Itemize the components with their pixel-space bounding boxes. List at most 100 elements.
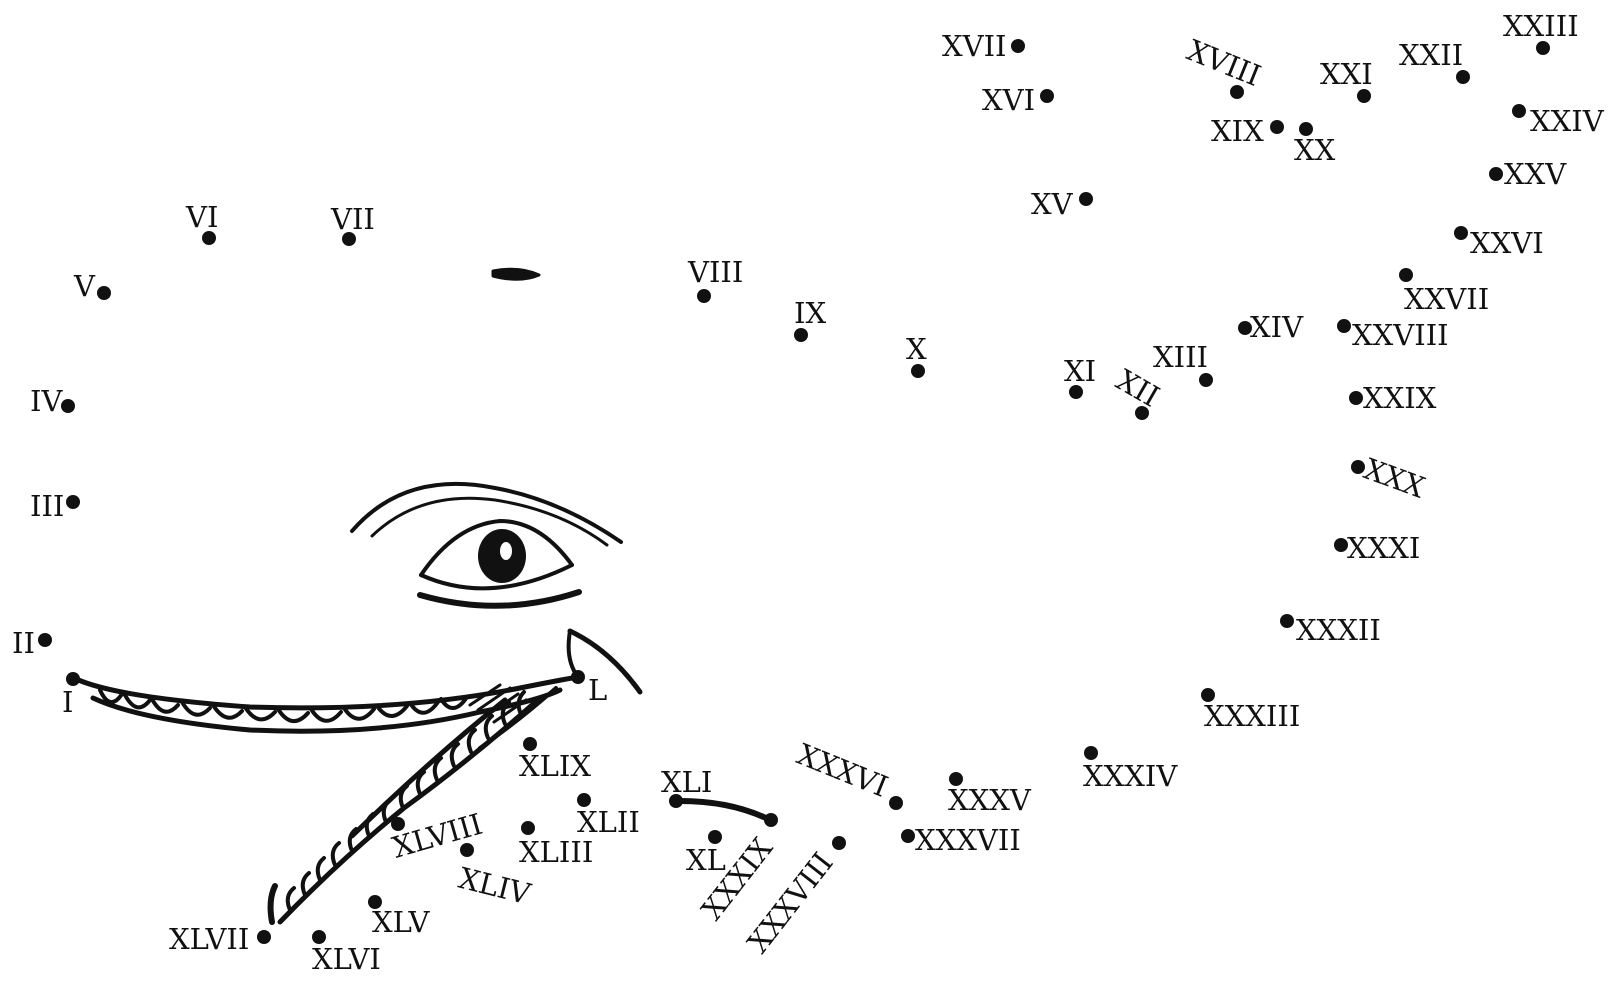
dot-30: XXX xyxy=(1351,452,1430,505)
dot-label: XXI xyxy=(1320,57,1373,91)
dot-40: XL xyxy=(686,830,726,877)
dot-marker xyxy=(1238,321,1252,335)
dot-marker xyxy=(61,399,75,413)
dot-1: I xyxy=(62,672,80,719)
dot-46: XLVI xyxy=(312,930,381,976)
dot-17: XVII xyxy=(942,29,1025,63)
dot-label: XX xyxy=(1294,133,1336,167)
dot-14: XIV xyxy=(1238,310,1304,344)
dot-marker xyxy=(901,829,915,843)
dot-marker xyxy=(257,930,271,944)
dot-24: XXIV xyxy=(1512,104,1605,138)
dot-label: III xyxy=(30,489,64,523)
dot-marker xyxy=(38,633,52,647)
dot-label: XXIX xyxy=(1363,381,1437,415)
dot-marker xyxy=(949,772,963,786)
dot-label: XXII xyxy=(1399,38,1463,72)
dot-marker xyxy=(312,930,326,944)
dot-19: XIX xyxy=(1211,114,1284,148)
dot-marker xyxy=(1399,268,1413,282)
dot-label: VII xyxy=(330,202,375,236)
dot-marker xyxy=(1270,120,1284,134)
dot-marker xyxy=(202,231,216,245)
dot-marker xyxy=(1299,122,1313,136)
dot-label: XXVIII xyxy=(1352,318,1449,352)
dot-marker xyxy=(1512,104,1526,118)
dot-label: XXXV xyxy=(948,783,1032,817)
dot-marker xyxy=(1456,70,1470,84)
dot-5: V xyxy=(73,269,111,303)
dot-28: XXVIII xyxy=(1337,318,1449,352)
dot-label: II xyxy=(12,626,35,660)
dot-8: VIII xyxy=(687,255,743,303)
dot-marker xyxy=(97,286,111,300)
dot-marker xyxy=(1536,41,1550,55)
dot-marker xyxy=(1357,89,1371,103)
jaw-fringe xyxy=(267,683,558,925)
dot-label: XVI xyxy=(982,83,1035,117)
dot-10: X xyxy=(906,332,927,378)
dot-label: VIII xyxy=(687,255,743,289)
dot-marker xyxy=(523,737,537,751)
dot-22: XXII xyxy=(1399,38,1470,84)
dot-27: XXVII xyxy=(1399,268,1489,316)
artwork xyxy=(69,267,773,925)
dot-label: XXIII xyxy=(1503,9,1579,43)
dot-marker xyxy=(571,670,585,684)
dot-49: XLIX xyxy=(519,737,591,783)
dot-marker xyxy=(460,843,474,857)
dot-7: VII xyxy=(330,202,375,246)
dot-label: XLI xyxy=(661,765,712,799)
flipper-stroke xyxy=(672,797,773,823)
dot-50: L xyxy=(571,670,607,707)
dot-marker xyxy=(669,794,683,808)
dot-23: XXIII xyxy=(1503,9,1579,55)
dot-marker xyxy=(764,813,778,827)
dot-label: XXXVII xyxy=(915,823,1021,857)
dot-label: XIX xyxy=(1211,114,1264,148)
dot-label: XXVI xyxy=(1470,226,1544,260)
dot-label: XVII xyxy=(942,29,1007,63)
dot-label: XIII xyxy=(1153,340,1208,374)
dot-marker xyxy=(1489,167,1503,181)
dot-label: XXV xyxy=(1504,157,1567,191)
dot-label: XVIII xyxy=(1182,33,1265,93)
dot-marker xyxy=(1040,89,1054,103)
dot-2: II xyxy=(12,626,52,660)
dot-marker xyxy=(1011,39,1025,53)
dot-marker xyxy=(1349,391,1363,405)
dot-marker xyxy=(521,821,535,835)
dot-4: IV xyxy=(30,384,75,418)
dot-marker xyxy=(1084,746,1098,760)
dot-marker xyxy=(1334,538,1348,552)
blowhole-mark xyxy=(491,267,541,281)
dot-label: XLIII xyxy=(519,835,593,869)
dot-47: XLVII xyxy=(169,922,271,956)
dot-36: XXXVI xyxy=(792,737,903,810)
dot-marker xyxy=(1351,460,1365,474)
dot-marker xyxy=(794,328,808,342)
dot-18: XVIII xyxy=(1182,33,1266,99)
dot-marker xyxy=(1199,373,1213,387)
dot-26: XXVI xyxy=(1454,226,1544,260)
dot-35: XXXV xyxy=(948,772,1032,817)
dot-label: XLIX xyxy=(519,749,591,783)
dot-29: XXIX xyxy=(1349,381,1437,415)
dot-marker xyxy=(66,495,80,509)
dot-16: XVI xyxy=(982,83,1054,117)
dot-marker xyxy=(66,672,80,686)
dot-marker xyxy=(1230,85,1244,99)
dot-45: XLV xyxy=(368,895,430,939)
dot-37: XXXVII xyxy=(901,823,1021,857)
dot-label: VI xyxy=(185,200,218,234)
dot-marker xyxy=(1337,319,1351,333)
dot-marker xyxy=(1280,614,1294,628)
dot-label: XXXVI xyxy=(792,737,892,804)
dot-34: XXXIV xyxy=(1083,746,1178,793)
dot-marker xyxy=(697,289,711,303)
dot-6: VI xyxy=(185,200,218,245)
dot-marker xyxy=(1201,688,1215,702)
dot-label: XLVIII xyxy=(389,807,487,865)
dot-label: XXIV xyxy=(1530,104,1605,138)
